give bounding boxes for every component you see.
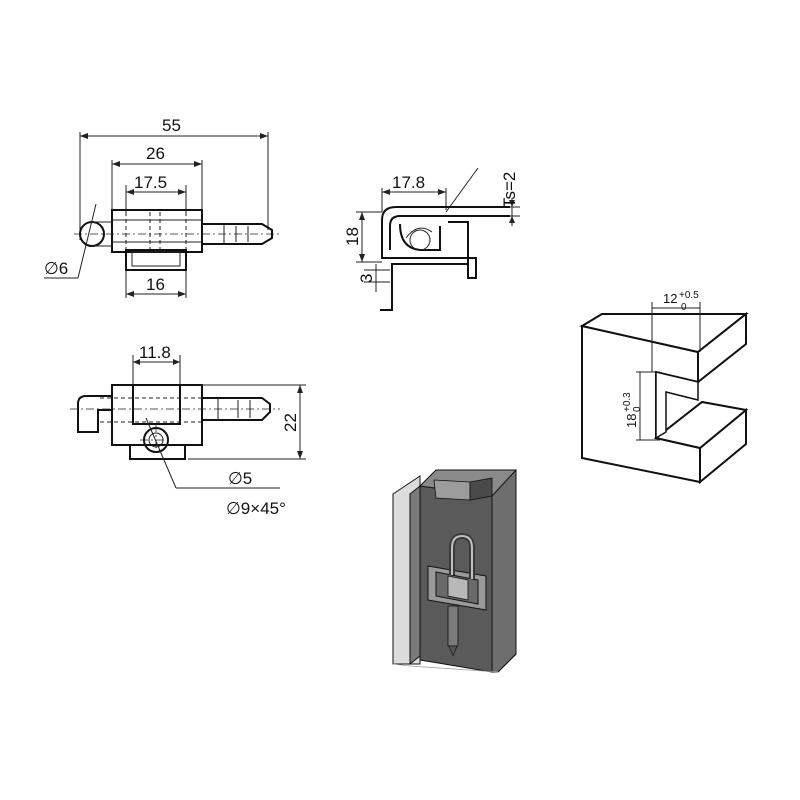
dim-cutout-width: 12 xyxy=(663,291,677,306)
front-view-drawing: 11.8 22 ∅5 ∅9×45° xyxy=(70,343,306,518)
dim-cutout-width-tol-upper: +0.5 xyxy=(679,290,699,301)
hinge-profile-illustration xyxy=(392,468,517,673)
cutout-view-drawing: 12 +0.5 0 18 +0.3 0 xyxy=(579,290,749,485)
dim-body-width: 26 xyxy=(146,144,165,163)
dim-cutout-width-tol-lower: 0 xyxy=(681,302,687,313)
dim-cutout-height-tol-lower: 0 xyxy=(632,406,643,412)
dim-slot-width: 11.8 xyxy=(139,343,171,362)
dim-bottom-width: 16 xyxy=(146,275,165,294)
top-view-drawing: 55 26 17.5 xyxy=(44,116,280,298)
dim-overall-length: 55 xyxy=(162,116,181,135)
dim-section-height: 18 xyxy=(343,227,362,246)
dim-inner-width: 17.5 xyxy=(134,173,167,192)
dim-sheet-thickness: Ts=2 xyxy=(500,172,519,208)
dim-cutout-height-tol-upper: +0.3 xyxy=(622,392,633,412)
dim-section-width: 17.8 xyxy=(392,173,425,192)
dim-section-offset: 3 xyxy=(357,274,376,283)
dim-cutout-height: 18 xyxy=(624,414,639,428)
section-view-drawing: 17.8 Ts=2 18 3 xyxy=(343,167,520,311)
dim-pin-diameter: ∅6 xyxy=(44,259,68,278)
dim-hole-diameter: ∅5 xyxy=(228,469,252,488)
dim-chamfer: ∅9×45° xyxy=(226,499,286,518)
dim-front-height: 22 xyxy=(281,413,300,432)
